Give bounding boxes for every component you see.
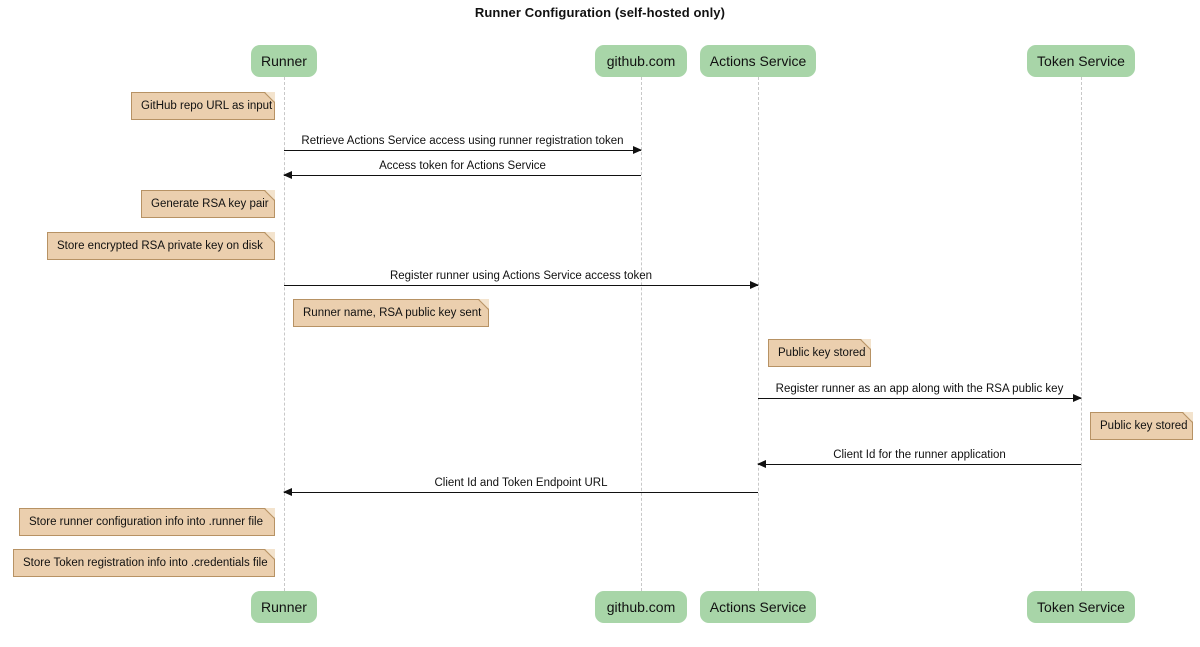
participant-runner-bottom[interactable]: Runner (251, 591, 317, 623)
page-title: Runner Configuration (self-hosted only) (474, 5, 726, 20)
note-store-config: Store runner configuration info into .ru… (19, 508, 275, 536)
participant-token-bottom[interactable]: Token Service (1027, 591, 1135, 623)
arrowhead-icon (757, 459, 766, 468)
note-text: Generate RSA key pair (151, 198, 269, 210)
note-text: Public key stored (778, 347, 866, 359)
note-fold-corner-icon (479, 299, 489, 309)
note-generate-rsa: Generate RSA key pair (141, 190, 275, 218)
message-label: Client Id and Token Endpoint URL (434, 477, 608, 489)
message-line (758, 398, 1081, 399)
arrowhead-icon (750, 280, 759, 289)
note-fold-corner-icon (265, 92, 275, 102)
participant-label: Actions Service (709, 53, 807, 69)
message-label: Client Id for the runner application (833, 449, 1006, 461)
note-fold-corner-icon (265, 190, 275, 200)
participant-label: Token Service (1037, 599, 1125, 615)
message-label: Register runner using Actions Service ac… (389, 270, 653, 282)
participant-actions-top[interactable]: Actions Service (700, 45, 816, 77)
participant-actions-bottom[interactable]: Actions Service (700, 591, 816, 623)
note-runner-name: Runner name, RSA public key sent (293, 299, 489, 327)
lifeline-runner (284, 77, 285, 591)
note-text: Store encrypted RSA private key on disk (57, 240, 263, 252)
participant-label: Token Service (1037, 53, 1125, 69)
note-fold-corner-icon (265, 549, 275, 559)
arrowhead-icon (633, 145, 642, 154)
participant-github-bottom[interactable]: github.com (595, 591, 687, 623)
message-line (284, 150, 641, 151)
participant-label: github.com (606, 599, 676, 615)
note-fold-corner-icon (861, 339, 871, 349)
arrowhead-icon (283, 170, 292, 179)
note-text: Store Token registration info into .cred… (23, 557, 268, 569)
lifeline-actions (758, 77, 759, 591)
message-label: Register runner as an app along with the… (775, 383, 1064, 395)
message-line (284, 492, 758, 493)
participant-token-top[interactable]: Token Service (1027, 45, 1135, 77)
note-text: Store runner configuration info into .ru… (29, 516, 263, 528)
message-label: Access token for Actions Service (379, 160, 546, 172)
note-text: Public key stored (1100, 420, 1188, 432)
note-pubkey-token: Public key stored (1090, 412, 1193, 440)
message-label: Retrieve Actions Service access using ru… (301, 135, 624, 147)
message-line (284, 175, 641, 176)
arrowhead-icon (283, 487, 292, 496)
lifeline-token (1081, 77, 1082, 591)
lifeline-github (641, 77, 642, 591)
participant-runner-top[interactable]: Runner (251, 45, 317, 77)
note-pubkey-actions: Public key stored (768, 339, 871, 367)
note-fold-corner-icon (265, 232, 275, 242)
note-text: GitHub repo URL as input (141, 100, 273, 112)
note-fold-corner-icon (1183, 412, 1193, 422)
participant-label: github.com (606, 53, 676, 69)
note-text: Runner name, RSA public key sent (303, 307, 482, 319)
note-fold-corner-icon (265, 508, 275, 518)
participant-github-top[interactable]: github.com (595, 45, 687, 77)
message-line (758, 464, 1081, 465)
note-store-rsa: Store encrypted RSA private key on disk (47, 232, 275, 260)
note-store-creds: Store Token registration info into .cred… (13, 549, 275, 577)
arrowhead-icon (1073, 393, 1082, 402)
participant-label: Actions Service (709, 599, 807, 615)
note-repo-url: GitHub repo URL as input (131, 92, 275, 120)
participant-label: Runner (261, 53, 307, 69)
message-line (284, 285, 758, 286)
participant-label: Runner (261, 599, 307, 615)
